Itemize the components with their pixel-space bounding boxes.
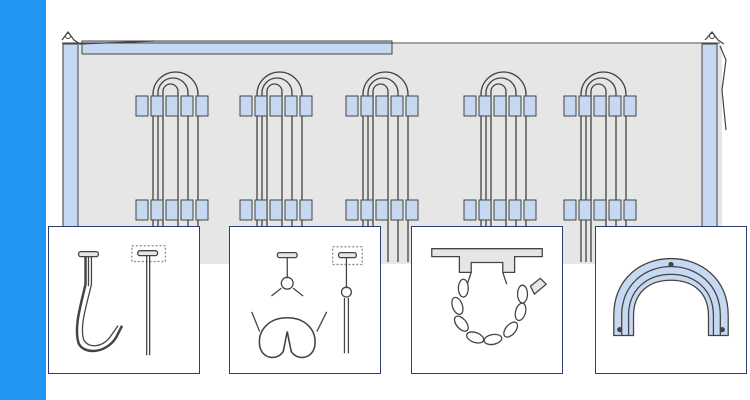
rail-clamp [463,199,477,221]
rail-clamp [578,199,592,221]
rail-tube [362,71,409,262]
rail-clamp [493,95,507,117]
rail-clamp [360,199,374,221]
rail-clamp [195,199,209,221]
rail-clamp [150,95,164,117]
rail-clamp [239,199,253,221]
rail-clamp [299,95,313,117]
rail-tube [580,71,627,262]
rail-clamp [180,95,194,117]
rail-tube [152,71,199,262]
rail-clamp [478,199,492,221]
rail-clamp [593,95,607,117]
rail-clamp [180,199,194,221]
rail-tube [256,71,303,262]
single-hook-icon [75,245,167,356]
rail-clamp [239,95,253,117]
rail-clamp [135,95,149,117]
rail-unit [563,71,637,262]
curved-rail-icon [613,257,729,337]
rail-tube [480,71,527,262]
rail-clamp [390,95,404,117]
detail-panel-chain-bracket [411,226,563,374]
rail-clamp [523,95,537,117]
rail-unit [239,71,313,262]
rail-clamp [345,199,359,221]
rail-tube [157,77,189,262]
rail-unit [345,71,419,262]
rail-tube [585,77,617,262]
rail-clamp [405,95,419,117]
rail-tube [162,83,179,262]
accent-stripe [0,0,46,400]
rail-clamp [375,199,389,221]
rail-clamp [345,95,359,117]
chain-bracket-icon [431,248,548,346]
rail-clamp [390,199,404,221]
rail-tube [590,83,607,262]
rail-clamp [463,95,477,117]
rail-clamp [563,95,577,117]
rail-clamp [608,199,622,221]
rail-clamp [493,199,507,221]
left-post [62,43,79,231]
rail-tube [266,83,283,262]
rail-tube [261,77,293,262]
rail-tube [490,83,507,262]
rail-clamp [165,95,179,117]
detail-panel-double-hook [229,226,381,374]
rail-clamp [284,199,298,221]
rail-tube [367,77,399,262]
rail-clamp [135,199,149,221]
rail-clamp [623,199,637,221]
rail-clamp [150,199,164,221]
rail-clamp [508,199,522,221]
rail-clamp [578,95,592,117]
rail-group [135,71,637,262]
rail-clamp [508,95,522,117]
rail-clamp [269,95,283,117]
rail-clamp [195,95,209,117]
rail-clamp [165,199,179,221]
rail-clamp [269,199,283,221]
top-beam [81,40,393,55]
rail-clamp [593,199,607,221]
rail-clamp [375,95,389,117]
rail-unit [135,71,209,262]
rail-clamp [254,95,268,117]
detail-panel-single-hook [48,226,200,374]
rail-clamp [523,199,537,221]
rail-clamp [405,199,419,221]
rail-unit [463,71,537,262]
rail-clamp [299,199,313,221]
rail-clamp [360,95,374,117]
right-post [701,43,718,231]
rail-clamp [254,199,268,221]
rail-clamp [478,95,492,117]
rail-clamp [623,95,637,117]
rail-tube [485,77,517,262]
rail-tube [372,83,389,262]
double-hook-icon [251,246,363,359]
detail-panel-curved-rail [595,226,747,374]
rail-clamp [608,95,622,117]
rail-clamp [563,199,577,221]
rail-clamp [284,95,298,117]
